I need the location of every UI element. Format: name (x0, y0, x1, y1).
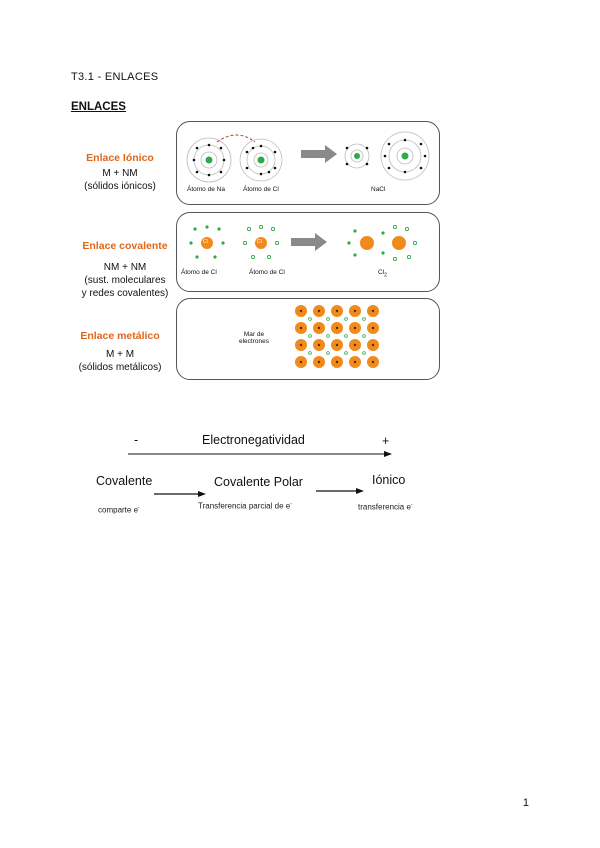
free-electron (326, 351, 330, 355)
metal-nucleus (335, 309, 339, 313)
chlorine-symbol-2: Cl (257, 239, 262, 245)
free-electron (362, 334, 366, 338)
metal-nucleus (299, 343, 303, 347)
bond-type-ionic: Iónico (372, 473, 406, 487)
bond-type-polar-covalent: Covalente Polar (214, 475, 303, 489)
metal-nucleus (299, 326, 303, 330)
sodium-atom-label: Átomo de Na (187, 186, 225, 193)
covalent-bond-description: Enlace covalente NM + NM (sust. molecula… (60, 240, 190, 300)
metallic-bond-examples: (sólidos metálicos) (78, 362, 162, 373)
free-electron (326, 334, 330, 338)
metal-nucleus (353, 343, 357, 347)
metal-nucleus (371, 326, 375, 330)
metallic-bond-formula: M + M (105, 349, 135, 360)
polar-covalent-description: Transferencia parcial de e- (198, 501, 292, 511)
covalent-description: comparte e- (98, 505, 140, 515)
free-electron (308, 351, 312, 355)
scale-plus-sign: + (382, 434, 390, 448)
metal-nucleus (317, 360, 321, 364)
section-title: ENLACES (71, 101, 126, 113)
metal-nucleus (335, 343, 339, 347)
chlorine-atom-label-2: Átomo de Cl (249, 269, 285, 276)
page-number: 1 (522, 797, 529, 809)
ionic-bond-description: Enlace Iónico M + NM (sólidos iónicos) (60, 152, 180, 193)
chlorine-symbol-1: Cl (203, 239, 208, 245)
electron-sea-label: Mar de electrones (239, 331, 269, 345)
covalent-bond-title: Enlace covalente (82, 240, 168, 252)
metal-nucleus (335, 326, 339, 330)
metal-nucleus (317, 326, 321, 330)
arrow-covalent-to-polar (154, 491, 206, 497)
ionic-bond-title: Enlace Iónico (86, 152, 154, 164)
covalent-bond-formula: NM + NM (103, 262, 147, 273)
free-electron (344, 334, 348, 338)
arrow-polar-to-ionic (316, 488, 364, 494)
metal-nucleus (371, 360, 375, 364)
metallic-bond-diagram: Mar de electrones (176, 298, 440, 380)
metal-nucleus (317, 309, 321, 313)
metal-nucleus (317, 343, 321, 347)
metal-nucleus (353, 309, 357, 313)
metal-nucleus (335, 360, 339, 364)
ionic-bond-diagram: Átomo de Na Átomo de Cl NaCl (176, 121, 440, 205)
metal-lattice-graphic (295, 305, 379, 368)
metal-nucleus (353, 326, 357, 330)
free-electron (308, 317, 312, 321)
free-electron (344, 351, 348, 355)
covalent-bond-examples-2: y redes covalentes) (81, 288, 169, 299)
metal-nucleus (299, 309, 303, 313)
ionic-bond-formula: M + NM (102, 168, 138, 179)
chlorine-atom-label-1: Átomo de Cl (181, 269, 217, 276)
ionic-description: transferencia e- (358, 502, 413, 512)
free-electron (326, 317, 330, 321)
metal-nucleus (353, 360, 357, 364)
covalent-bond-examples-1: (sust. moleculares (84, 275, 166, 286)
free-electron (362, 351, 366, 355)
free-electron (308, 334, 312, 338)
free-electron (344, 317, 348, 321)
covalent-diagram-graphic (189, 224, 418, 262)
metal-nucleus (371, 309, 375, 313)
metal-nucleus (299, 360, 303, 364)
metallic-bond-title: Enlace metálico (80, 330, 160, 342)
bond-type-covalent: Covalente (96, 474, 153, 488)
covalent-bond-diagram: Cl Cl Átomo de Cl Átomo de Cl Cl2 (176, 212, 440, 292)
chlorine-atom-label: Átomo de Cl (243, 186, 279, 193)
scale-minus-sign: - (134, 433, 139, 447)
ionic-diagram-graphic (186, 131, 430, 183)
metallic-bond-description: Enlace metálico M + M (sólidos metálicos… (60, 330, 180, 374)
free-electron (362, 317, 366, 321)
ionic-bond-examples: (sólidos iónicos) (84, 181, 156, 192)
document-header: T3.1 - ENLACES (71, 71, 159, 83)
electronegativity-arrow (128, 451, 392, 457)
metal-nucleus (371, 343, 375, 347)
electronegativity-label: Electronegatividad (202, 433, 305, 447)
nacl-label: NaCl (371, 186, 386, 193)
chlorine-molecule-label: Cl2 (378, 269, 387, 279)
